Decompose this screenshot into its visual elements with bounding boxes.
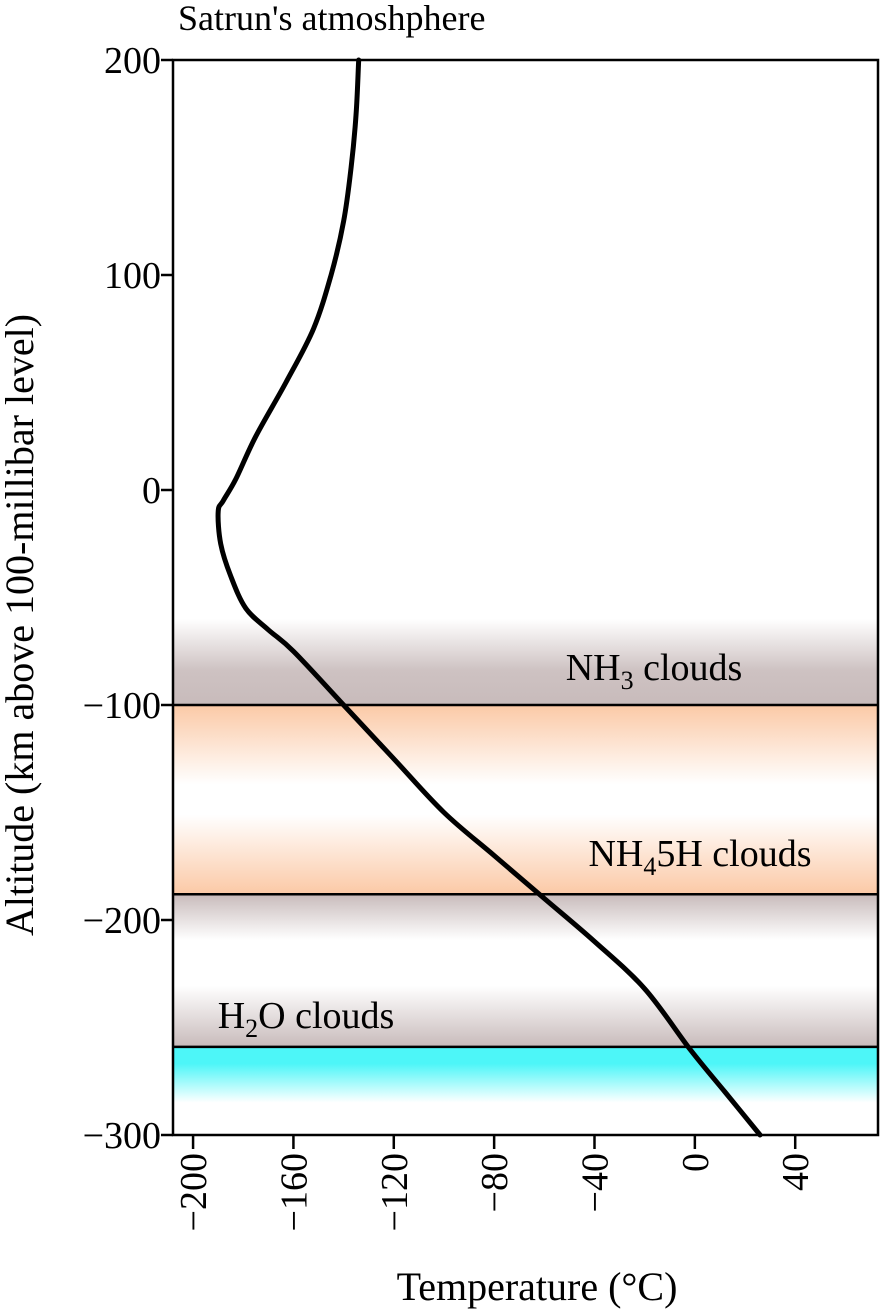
x-tick-label: −200 — [173, 1153, 215, 1231]
y-tick-label: −300 — [83, 1115, 161, 1157]
band-fill — [173, 894, 878, 1047]
x-axis-title: Temperature (°C) — [397, 1264, 678, 1309]
y-tick-label: 100 — [104, 255, 161, 297]
band-label: NH3 clouds — [566, 647, 743, 695]
band-label: H2O clouds — [218, 995, 395, 1043]
band-label: NH45H clouds — [588, 833, 811, 881]
band-fill — [173, 619, 878, 705]
y-axis: 200 100 0 −100 −200 −300 — [83, 40, 173, 1157]
series-layer — [215, 57, 763, 1138]
y-tick-label: −200 — [83, 900, 161, 942]
x-tick-label: −120 — [374, 1153, 416, 1231]
x-tick-label: −160 — [273, 1153, 315, 1231]
y-tick-label: 200 — [104, 40, 161, 82]
x-tick-label: 40 — [775, 1153, 817, 1191]
chart-title: Satrun's atmoshphere — [178, 0, 485, 38]
band-fill — [173, 705, 878, 895]
x-axis: −200 −160 −120 −80 −40 0 40 80 — [173, 1135, 880, 1231]
y-tick-label: −100 — [83, 685, 161, 727]
x-tick-label: −80 — [474, 1153, 516, 1212]
y-axis-title: Altitude (km above 100-millibar level) — [0, 314, 42, 936]
temperature-profile-line — [215, 57, 763, 1138]
x-tick-label: 80 — [876, 1153, 880, 1191]
x-tick-label: −40 — [575, 1153, 617, 1212]
band-fill — [173, 1046, 878, 1103]
band-boundaries — [173, 703, 878, 1049]
plot-frame — [171, 58, 880, 1137]
x-tick-label: 0 — [675, 1153, 717, 1172]
y-tick-label: 0 — [142, 470, 161, 512]
cloud-bands — [173, 619, 878, 1103]
